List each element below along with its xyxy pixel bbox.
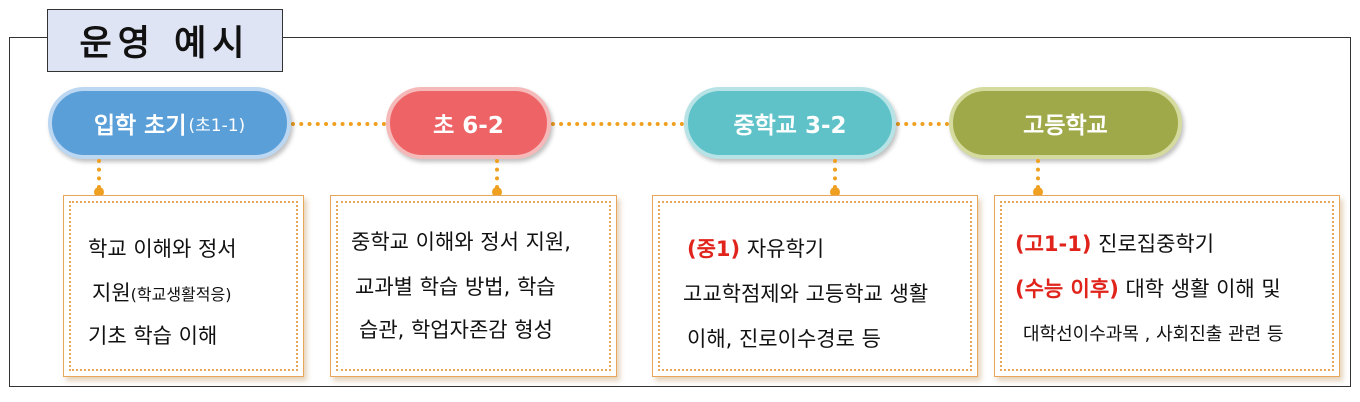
card-dotted-border [1000,201,1334,371]
stage-1-sub: (초1-1) [188,115,246,136]
stage-2-card: 중학교 이해와 정서 지원, 교과별 학습 방법, 학습 습관, 학업자존감 형… [330,195,617,377]
card-3-line-1: (중1) 자유학기 [687,233,824,263]
card-3-line-1-text: 자유학기 [740,237,825,261]
drop-connector-3 [833,159,837,189]
card-4-line-1-text: 진로집중학기 [1091,232,1215,256]
drop-dot-2 [492,187,502,197]
diagram-frame [9,37,1351,387]
stage-4-label: 고등학교 [1023,113,1108,139]
stage-4-pill: 고등학교 [949,87,1182,159]
card-dotted-border [658,201,972,371]
card-2-line-1: 중학교 이해와 정서 지원, [351,230,571,254]
connector-1-2 [291,122,386,126]
card-4-line-3: 대학선이수과목 , 사회진출 관련 등 [1023,324,1284,345]
card-1-line-3: 기초 학습 이해 [88,324,218,348]
drop-connector-1 [97,159,101,189]
connector-3-4 [896,122,949,126]
stage-1-pill: 입학 초기 (초1-1) [48,87,291,159]
card-1-line-2-small: (학교생활적응) [130,285,232,304]
card-1-line-2-main: 지원 [92,281,131,305]
connector-2-3 [551,122,684,126]
card-4-line-1-highlight: (고1-1) [1015,232,1092,256]
stage-3-card: (중1) 자유학기 고교학점제와 고등학교 생활 이해, 진로이수경로 등 [652,195,978,377]
card-4-line-2: (수능 이후) 대학 생활 이해 및 [1015,273,1281,303]
stage-3-pill: 중학교 3-2 [684,87,896,159]
card-4-line-1: (고1-1) 진로집중학기 [1015,228,1214,258]
card-1-line-1: 학교 이해와 정서 [88,237,237,261]
card-2-line-2: 교과별 학습 방법, 학습 [355,275,556,299]
stage-3-label: 중학교 3-2 [733,113,847,139]
drop-connector-2 [495,159,499,189]
card-4-line-2-highlight: (수능 이후) [1015,277,1119,301]
card-3-line-1-highlight: (중1) [687,237,741,261]
drop-dot-4 [1033,187,1043,197]
card-3-line-2: 고교학점제와 고등학교 생활 [683,282,929,306]
drop-dot-3 [830,187,840,197]
card-1-line-2: 지원(학교생활적응) [92,277,231,307]
card-2-line-3: 습관, 학업자존감 형성 [359,318,553,342]
stage-1-label: 입학 초기 [93,113,187,139]
drop-dot-1 [94,187,104,197]
stage-4-card: (고1-1) 진로집중학기 (수능 이후) 대학 생활 이해 및 대학선이수과목… [994,195,1340,377]
card-dotted-border [336,201,611,371]
stage-2-pill: 초 6-2 [386,87,551,159]
stage-2-label: 초 6-2 [433,113,504,139]
card-3-line-3: 이해, 진로이수경로 등 [687,327,881,351]
card-4-line-2-text: 대학 생활 이해 및 [1118,277,1281,301]
card-dotted-border [69,201,298,371]
stage-1-card: 학교 이해와 정서 지원(학교생활적응) 기초 학습 이해 [63,195,304,377]
diagram-title: 운영 예시 [47,9,283,72]
drop-connector-4 [1036,159,1040,189]
